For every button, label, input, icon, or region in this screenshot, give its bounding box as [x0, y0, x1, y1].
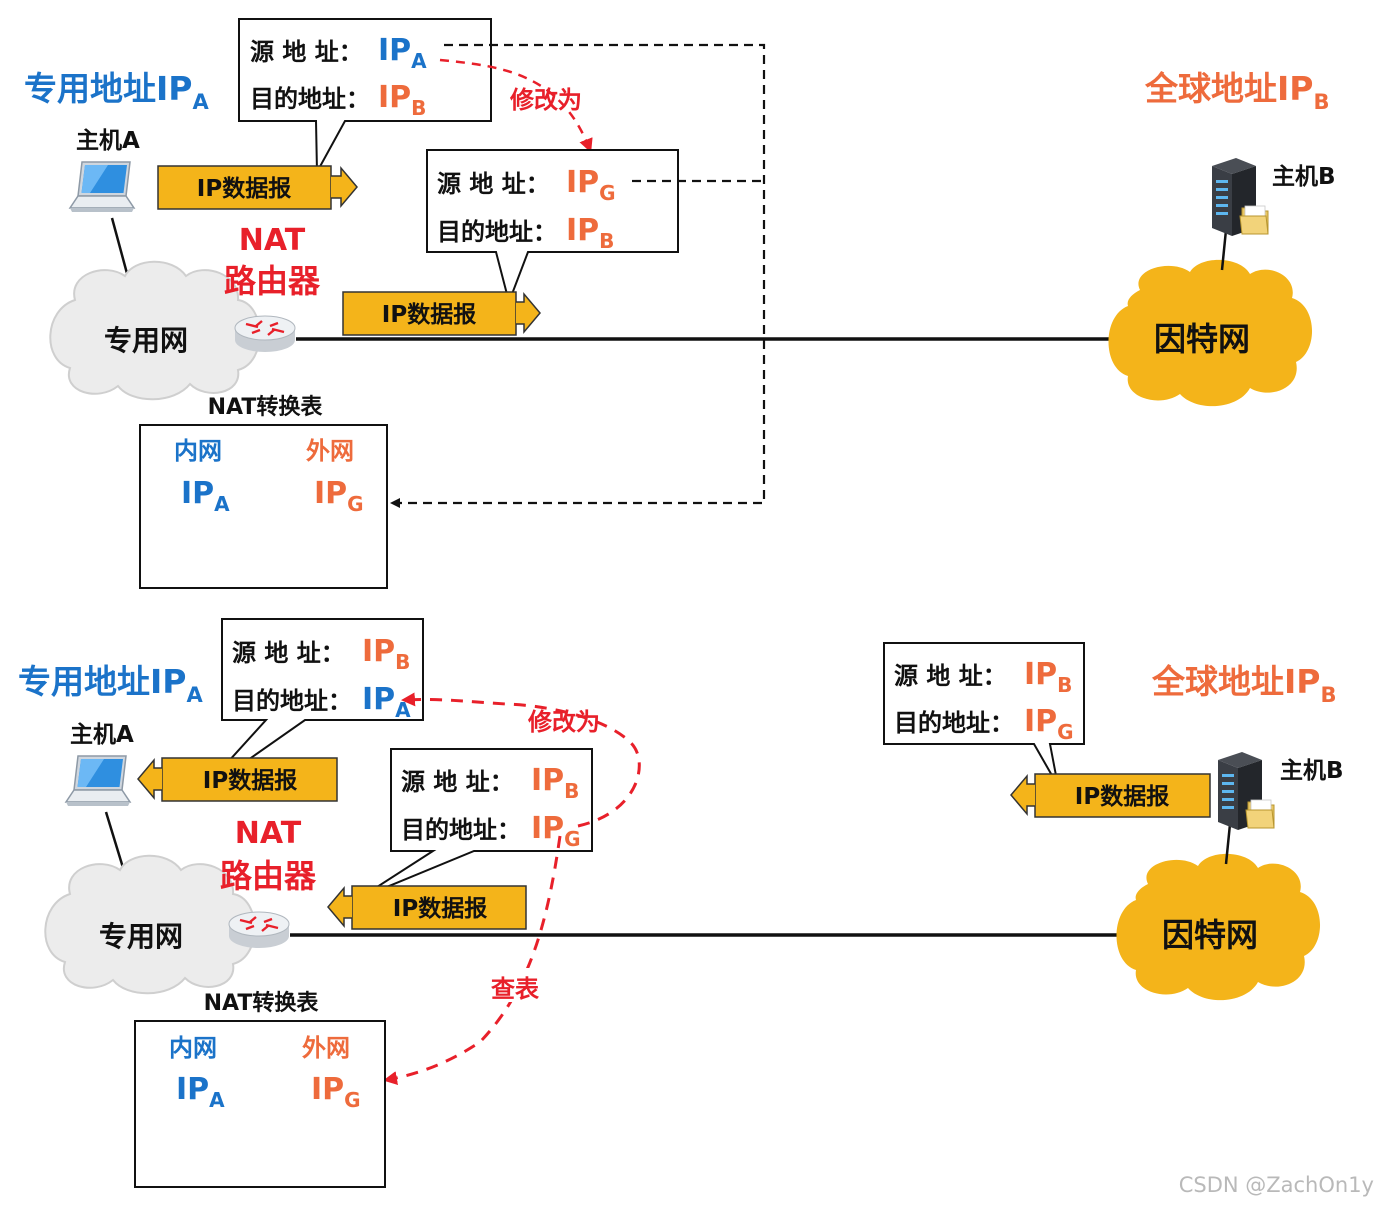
source-address-label: 源 地 址：: [894, 662, 1007, 690]
source-address-label: 源 地 址：: [250, 38, 363, 66]
destination-address-label: 目的地址：: [232, 687, 352, 715]
nat-label: NAT: [239, 223, 306, 258]
destination-address-label: 目的地址：: [437, 218, 557, 246]
source-ip: IPB: [531, 763, 579, 803]
private-address-label: 专用地址IPA: [18, 662, 203, 707]
inner-ip: IPA: [181, 476, 230, 516]
host-b-label: 主机B: [1280, 758, 1344, 784]
laptop-icon: [65, 755, 131, 807]
callout-restored-header: 源 地 址： IPB 目的地址： IPA: [197, 618, 424, 796]
inner-column-header: 内网: [174, 437, 222, 465]
private-net-label: 专用网: [99, 920, 183, 953]
internet-cloud: [1116, 853, 1321, 1001]
destination-address-label: 目的地址：: [894, 709, 1014, 737]
private-address-label: 专用地址IPA: [24, 69, 209, 114]
nat-table: [139, 424, 388, 589]
destination-address-label: 目的地址：: [250, 85, 370, 113]
datagram-label: IP数据报: [197, 176, 291, 202]
host-a-label: 主机A: [70, 722, 134, 748]
global-address-label: 全球地址IPB: [1144, 69, 1329, 114]
modify-label: 修改为: [527, 708, 600, 736]
datagram-arrow: IP数据报: [157, 165, 358, 210]
laptop-icon: [69, 161, 135, 213]
nat-table: [134, 1020, 386, 1188]
destination-ip: IPA: [362, 682, 411, 722]
lookup-label: 查表: [491, 975, 540, 1003]
callout-arriving-header: 源 地 址： IPB 目的地址： IPG: [359, 748, 593, 899]
inner-column-header: 内网: [169, 1034, 217, 1062]
outer-ip: IPG: [311, 1072, 361, 1112]
watermark: CSDN @ZachOn1y: [1179, 1173, 1374, 1197]
host-a-label: 主机A: [76, 128, 140, 154]
bottom-scene: 专用地址IPA 全球地址IPB 主机A 专用网 NAT 路由器 因特网 主机B …: [18, 618, 1344, 1188]
source-address-label: 源 地 址：: [401, 768, 514, 796]
datagram-label: IP数据报: [203, 768, 297, 794]
global-address-label: 全球地址IPB: [1151, 662, 1336, 707]
lookup-arrow: [383, 835, 562, 1085]
lookup-label-bg: [480, 968, 550, 1002]
callout-incoming-header: 源 地 址： IPB 目的地址： IPG: [883, 642, 1085, 787]
top-scene: 专用地址IPA 全球地址IPB 主机A 专用网 NAT 路由器 因特网 主机B …: [24, 18, 1336, 589]
outer-ip: IPG: [314, 476, 364, 516]
private-net-cloud: [49, 260, 261, 401]
source-ip: IPG: [566, 165, 616, 205]
nat-table-title: NAT转换表: [208, 394, 324, 420]
datagram-arrow: IP数据报: [327, 885, 527, 930]
internet-label: 因特网: [1154, 320, 1250, 358]
nat-table-title: NAT转换表: [204, 990, 320, 1016]
destination-ip: IPG: [1024, 704, 1074, 744]
source-ip: IPA: [378, 33, 427, 73]
internet-label: 因特网: [1162, 916, 1258, 954]
modify-arrow: [439, 58, 593, 153]
private-net-cloud: [44, 854, 256, 995]
source-address-label: 源 地 址：: [232, 639, 345, 667]
outer-column-header: 外网: [306, 437, 354, 465]
private-net-label: 专用网: [104, 324, 188, 357]
datagram-arrow: IP数据报: [1010, 773, 1211, 818]
router-icon: [227, 910, 291, 950]
datagram-label: IP数据报: [1075, 784, 1169, 810]
server-icon: [1211, 157, 1269, 237]
router-icon: [233, 314, 297, 354]
modify-arrow: [401, 692, 641, 828]
record-mapping-arrow: [390, 43, 766, 508]
inner-ip: IPA: [176, 1072, 225, 1112]
host-b-label: 主机B: [1272, 164, 1336, 190]
nat-router-label: 路由器: [220, 857, 317, 895]
host-b-link: [1224, 823, 1232, 865]
datagram-arrow: IP数据报: [342, 291, 541, 336]
datagram-label: IP数据报: [393, 896, 487, 922]
destination-ip: IPG: [531, 811, 581, 851]
internet-cloud: [1108, 259, 1313, 407]
destination-ip: IPB: [566, 213, 614, 253]
callout-original-header: 源 地 址： IPA 目的地址： IPB: [238, 18, 492, 176]
destination-address-label: 目的地址：: [401, 816, 521, 844]
nat-label: NAT: [235, 816, 302, 851]
host-b-link: [1220, 229, 1228, 271]
nat-router-label: 路由器: [224, 262, 321, 300]
destination-ip: IPB: [378, 80, 426, 120]
modify-label: 修改为: [509, 86, 582, 114]
source-address-label: 源 地 址：: [437, 170, 550, 198]
datagram-label: IP数据报: [382, 302, 476, 328]
datagram-arrow: IP数据报: [137, 757, 338, 802]
source-ip: IPB: [362, 634, 410, 674]
outer-column-header: 外网: [302, 1034, 350, 1062]
source-ip: IPB: [1024, 657, 1072, 697]
server-icon: [1217, 751, 1275, 831]
callout-translated-header: 源 地 址： IPG 目的地址： IPB: [426, 149, 679, 306]
